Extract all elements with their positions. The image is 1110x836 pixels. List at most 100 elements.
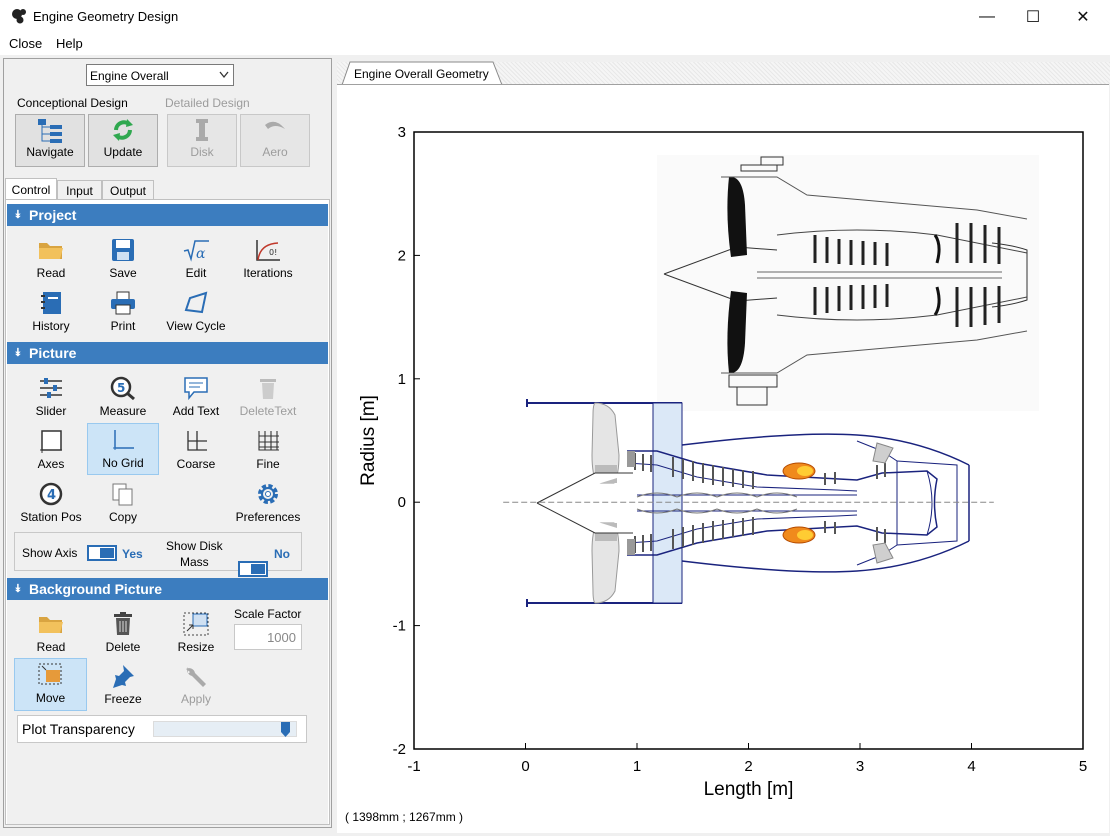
svg-text:α: α <box>196 246 206 262</box>
show-options-box <box>14 532 302 571</box>
title-bar: Engine Geometry Design — ☐ ✕ <box>0 0 1110 33</box>
background-apply-label: Apply <box>180 692 212 706</box>
document-tab-shape <box>341 61 503 86</box>
update-label: Update <box>103 145 143 159</box>
background-freeze-button[interactable]: Freeze <box>87 660 159 710</box>
trash-icon <box>256 372 280 404</box>
minimize-button[interactable]: — <box>979 7 995 25</box>
project-edit-button[interactable]: α Edit <box>160 234 232 284</box>
picture-delete-text-button[interactable]: DeleteText <box>232 372 304 422</box>
picture-measure-button[interactable]: 5 Measure <box>87 372 159 422</box>
move-icon <box>37 659 65 691</box>
folder-icon <box>37 608 65 640</box>
aero-label: Aero <box>262 145 288 159</box>
project-print-button[interactable]: Print <box>87 287 159 337</box>
show-axis-toggle[interactable] <box>87 545 117 561</box>
show-axis-value: Yes <box>122 547 143 561</box>
project-history-button[interactable]: History <box>15 287 87 337</box>
background-read-button[interactable]: Read <box>15 608 87 658</box>
speech-bubble-icon <box>182 372 210 404</box>
iterations-icon: 0! <box>254 234 282 266</box>
background-resize-button[interactable]: Resize <box>160 608 232 658</box>
picture-preferences-button[interactable]: Preferences <box>232 478 304 528</box>
project-iterations-label: Iterations <box>243 266 293 280</box>
picture-station-pos-button[interactable]: 4 Station Pos <box>15 478 87 528</box>
collapse-icon: ⯯ <box>14 346 22 359</box>
x-tick-label: 5 <box>1079 758 1087 775</box>
tab-strip-bg <box>337 62 1110 84</box>
disk-label: Disk <box>190 145 214 159</box>
update-button[interactable]: Update <box>88 114 158 167</box>
menu-close[interactable]: Close <box>9 36 43 51</box>
background-move-button[interactable]: Move <box>14 658 87 711</box>
background-header-label: Background Picture <box>29 581 163 597</box>
printer-icon <box>109 287 137 319</box>
close-window-button[interactable]: ✕ <box>1076 8 1090 26</box>
background-section-header[interactable]: ⯯Background Picture <box>7 578 328 600</box>
show-axis-label: Show Axis <box>22 546 78 560</box>
project-section-header[interactable]: ⯯Project <box>7 204 328 226</box>
project-save-button[interactable]: Save <box>87 234 159 284</box>
engine-geometry-model[interactable] <box>526 399 970 607</box>
measure-icon: 5 <box>109 372 137 404</box>
coordinate-readout: ( 1398mm ; 1267mm ) <box>345 810 464 824</box>
picture-add-text-button[interactable]: Add Text <box>160 372 232 422</box>
picture-preferences-label: Preferences <box>235 510 301 524</box>
background-engine-picture[interactable] <box>657 155 1039 411</box>
picture-axes-button[interactable]: Axes <box>15 425 87 475</box>
scale-factor-input[interactable]: 1000 <box>234 624 302 650</box>
disk-button[interactable]: Disk <box>167 114 237 167</box>
project-edit-label: Edit <box>185 266 207 280</box>
project-view-cycle-button[interactable]: View Cycle <box>160 287 232 337</box>
aero-button[interactable]: Aero <box>240 114 310 167</box>
project-iterations-button[interactable]: 0! Iterations <box>232 234 304 284</box>
no-grid-icon <box>110 424 136 456</box>
project-read-label: Read <box>36 266 66 280</box>
picture-header-label: Picture <box>29 345 77 361</box>
background-resize-label: Resize <box>177 640 215 654</box>
y-tick-label: 0 <box>398 494 406 511</box>
tab-output[interactable]: Output <box>102 180 154 201</box>
maximize-button[interactable]: ☐ <box>1025 8 1041 26</box>
menu-bar: Close Help <box>0 33 1110 55</box>
project-read-button[interactable]: Read <box>15 234 87 284</box>
picture-no-grid-button[interactable]: No Grid <box>87 423 159 475</box>
project-save-label: Save <box>109 266 137 280</box>
disk-icon <box>196 119 208 141</box>
tab-control[interactable]: Control <box>5 178 57 201</box>
detailed-design-label: Detailed Design <box>165 96 250 110</box>
folder-icon <box>37 234 65 266</box>
picture-coarse-label: Coarse <box>176 457 216 471</box>
picture-slider-label: Slider <box>35 404 67 418</box>
background-delete-label: Delete <box>105 640 141 654</box>
fine-grid-icon <box>255 425 281 457</box>
background-freeze-label: Freeze <box>104 692 142 706</box>
resize-icon <box>182 608 210 640</box>
show-disk-mass-value: No <box>274 547 290 561</box>
picture-fine-button[interactable]: Fine <box>232 425 304 475</box>
menu-help[interactable]: Help <box>56 36 83 51</box>
picture-slider-button[interactable]: Slider <box>15 372 87 422</box>
picture-section-header[interactable]: ⯯ Picture <box>7 342 328 364</box>
project-header-label: Project <box>29 207 77 223</box>
tab-input[interactable]: Input <box>57 180 102 201</box>
project-history-label: History <box>32 319 70 333</box>
x-tick-label: 3 <box>856 758 864 775</box>
document-tab-engine-overall-geometry[interactable]: Engine Overall Geometry <box>354 67 489 81</box>
show-disk-label-line2: Mass <box>180 555 209 569</box>
background-apply-button[interactable]: Apply <box>160 660 232 710</box>
navigate-button[interactable]: Navigate <box>15 114 85 167</box>
svg-text:5: 5 <box>117 381 125 395</box>
picture-copy-button[interactable]: Copy <box>87 478 159 528</box>
background-delete-button[interactable]: Delete <box>87 608 159 658</box>
sqrt-alpha-icon: α <box>182 234 210 266</box>
show-disk-label-line1: Show Disk <box>166 539 223 553</box>
show-disk-mass-toggle[interactable] <box>238 561 268 577</box>
view-selector[interactable]: Engine Overall <box>86 64 234 86</box>
transparency-slider[interactable] <box>153 721 297 737</box>
transparency-slider-thumb[interactable] <box>281 722 291 737</box>
picture-coarse-button[interactable]: Coarse <box>160 425 232 475</box>
